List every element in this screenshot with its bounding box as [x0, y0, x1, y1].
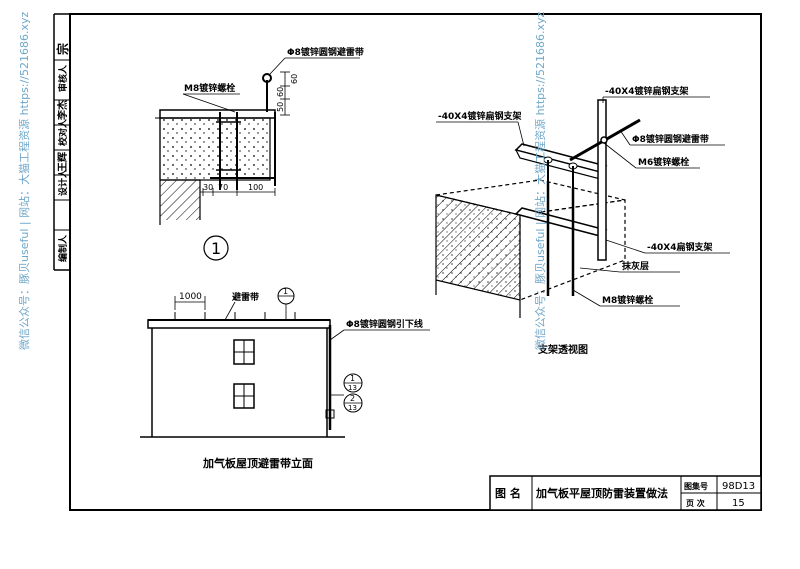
signature-checker: 李杰 [56, 100, 69, 121]
bracket-left-label: -40X4镀锌扁钢支架 [438, 110, 521, 122]
dim-70: 70 [218, 183, 228, 192]
m6-label: M6镀锌螺栓 [638, 156, 689, 168]
dim-30: 30 [203, 183, 213, 192]
role-checker: 校对人 [57, 118, 69, 146]
dim-60-a: 60 [290, 74, 299, 84]
watermark-left: 微信公众号：豚贝useful | 网站：大猫工程资源 https://52168… [17, 11, 31, 350]
sheet-border [69, 13, 762, 511]
m8-label: M8镀锌螺栓 [602, 294, 653, 306]
callout-1-top: 1 [350, 374, 355, 383]
detail-1: 60 60 50 30 70 100 Φ8镀锌圆钢避雷带 M8镀锌螺栓 1 [155, 46, 364, 261]
rod-label-perspective: Φ8镀锌圆钢避雷带 [632, 133, 709, 145]
title-block: 图 名 加气板平屋顶防雷装置做法 图集号 98D13 页 次 15 [489, 475, 762, 511]
perspective-caption: 支架透视图 [537, 343, 588, 356]
downconductor-label: Φ8镀锌圆钢引下线 [346, 318, 423, 330]
dim-50: 50 [276, 102, 285, 112]
callout-1-bottom: 13 [348, 384, 357, 392]
callout-2-top: 2 [350, 394, 355, 403]
drawing-title: 加气板平屋顶防雷装置做法 [535, 486, 668, 500]
page-label: 页 次 [686, 498, 705, 508]
bracket-top-label: -40X4镀锌扁钢支架 [605, 85, 688, 97]
rod-label: Φ8镀锌圆钢避雷带 [287, 46, 364, 58]
atlas-label: 图集号 [684, 481, 708, 491]
signature-reviewer: 宗 [55, 43, 70, 55]
role-editor: 编制人 [57, 234, 69, 262]
plaster-label: 抹灰层 [622, 260, 649, 272]
elevation-caption: 加气板屋顶避雷带立面 [202, 456, 313, 470]
page-number: 15 [732, 498, 745, 509]
lightning-strip-label: 避雷带 [232, 291, 259, 303]
callout-2-bottom: 13 [348, 404, 357, 412]
signature-designer: 王辉 [56, 152, 69, 172]
dim-1000: 1000 [179, 292, 202, 302]
dim-100: 100 [248, 183, 263, 192]
bracket-right-label: -40X4扁钢支架 [647, 241, 712, 253]
atlas-number: 98D13 [722, 481, 755, 492]
bolt-label: M8镀锌螺栓 [184, 82, 235, 94]
detail-marker: 1 [211, 239, 221, 258]
perspective-view: -40X4镀锌扁钢支架 -40X4镀锌扁钢支架 Φ8镀锌圆钢避雷带 M6镀锌螺栓… [435, 85, 730, 356]
dim-60-b: 60 [276, 87, 285, 97]
role-designer: 设计人 [57, 168, 69, 196]
elevation-view: 1000 避雷带 1 Φ8镀锌圆钢引下线 1 13 2 13 加气板屋顶避雷带立… [140, 287, 430, 470]
left-strip: 审核人 宗 校对人 李杰 设计人 王辉 编制人 [53, 13, 70, 271]
name-label: 图 名 [495, 486, 521, 500]
watermark-right: 微信公众号：豚贝useful | 网站：大猫工程资源 https://52168… [533, 11, 547, 350]
role-reviewer: 审核人 [57, 64, 69, 92]
ref-top: 1 [283, 287, 288, 296]
